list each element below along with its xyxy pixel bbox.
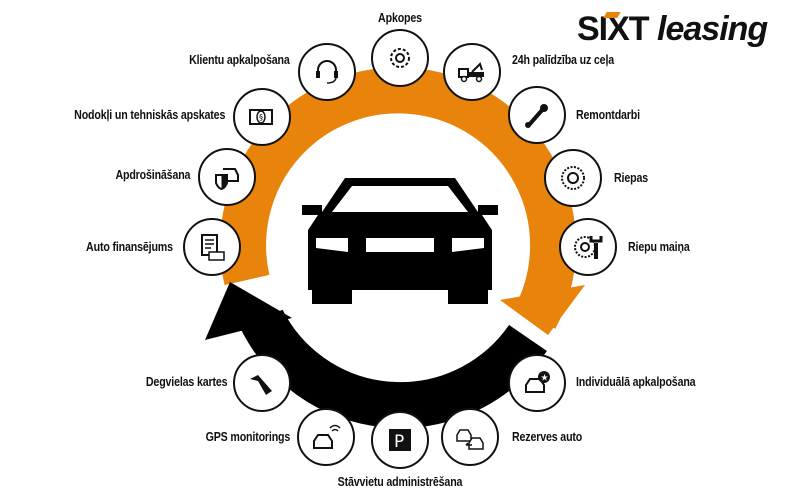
tire-wrench-icon [559,218,617,276]
svg-text:§: § [259,113,263,122]
headset-icon [298,43,356,101]
label-palidziba: 24h palīdzība uz ceļa [512,52,615,67]
label-apdrosinasana: Apdrošināšana [115,167,190,182]
tow-truck-icon [443,43,501,101]
shield-car-icon [198,148,256,206]
label-klientu: Klientu apkalpošana [189,52,290,67]
label-apkopes: Apkopes [378,10,422,25]
fuel-nozzle-icon [233,354,291,412]
gear-icon [371,29,429,87]
black-arrowhead [205,282,292,340]
label-finansejums: Auto finansējums [86,239,173,254]
label-nodokli: Nodokļi un tehniskās apskates [73,107,225,122]
label-stavvietu: Stāvvietu administrēšana [337,474,463,489]
label-rezerves: Rezerves auto [512,429,583,444]
black-cycle-arrow [241,309,547,429]
contract-icon [183,218,241,276]
label-remontdarbi: Remontdarbi [576,107,640,122]
banknote-icon: § [233,88,291,146]
car-swap-icon [441,408,499,466]
parking-icon: P [371,411,429,469]
label-degvielas: Degvielas kartes [145,374,227,389]
orange-arrowhead [500,285,585,335]
car-front-icon [302,178,498,304]
sixt-leasing-logo: SIXT leasing [577,10,768,48]
car-star-icon: ★ [508,354,566,412]
label-individuala: Individuālā apkalpošana [576,374,696,389]
label-gps: GPS monitorings [205,429,290,444]
svg-text:P: P [394,432,404,452]
orange-cycle-arrow [220,67,577,329]
svg-text:★: ★ [541,374,549,384]
tire-icon [544,149,602,207]
label-riepas: Riepas [614,170,648,185]
car-signal-icon [297,408,355,466]
wrench-icon [508,86,566,144]
label-riepu-maina: Riepu maiņa [628,239,690,254]
